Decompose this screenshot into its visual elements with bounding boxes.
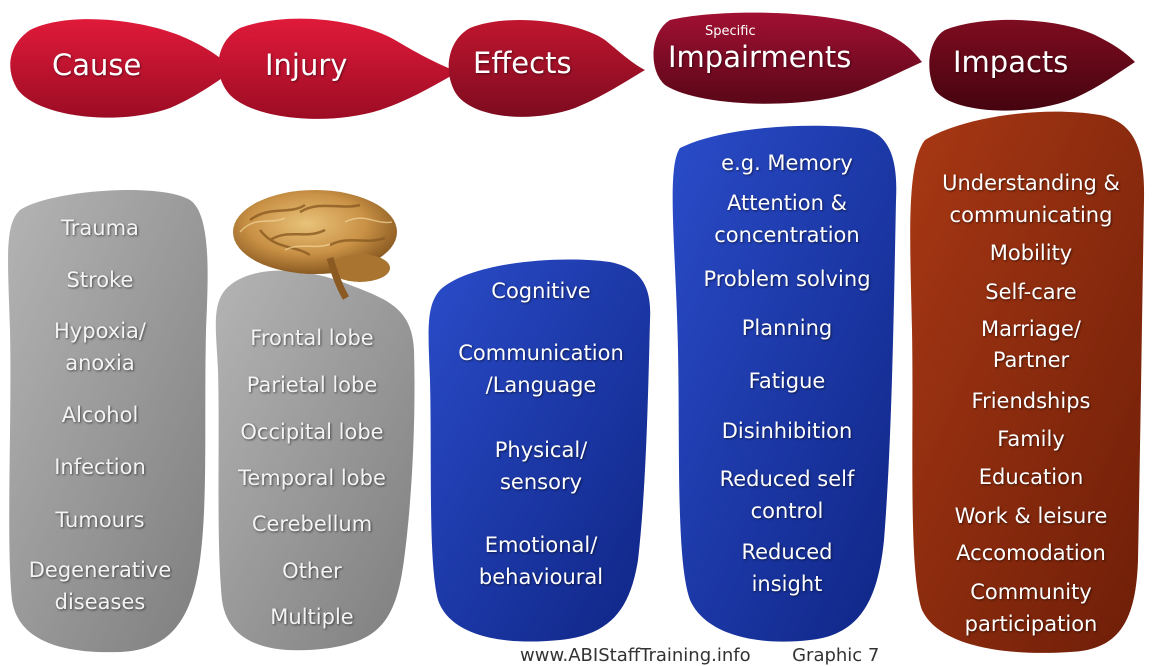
- impacts-panel-shape: [910, 111, 1145, 653]
- impairments-item: Problem solving: [703, 267, 871, 291]
- effects-arrow-shape: [448, 19, 645, 117]
- cause-list: Trauma Stroke Hypoxia/ anoxia Alcohol In…: [0, 0, 200, 663]
- cause-item: anoxia: [65, 351, 135, 375]
- impacts-item: Accomodation: [956, 541, 1106, 565]
- impairments-item: Attention &: [727, 191, 847, 215]
- injury-item: Other: [282, 559, 342, 583]
- impairments-item: Planning: [741, 316, 833, 340]
- injury-panel-shape: [215, 270, 415, 651]
- injury-header: Injury: [265, 48, 348, 82]
- effects-header: Effects: [473, 46, 572, 80]
- impacts-item: Friendships: [971, 389, 1091, 413]
- impairments-panel-shape: [672, 125, 897, 642]
- impairments-item: Reduced: [741, 540, 833, 564]
- impacts-item: Marriage/: [981, 317, 1081, 341]
- impairments-item: Fatigue: [748, 369, 826, 393]
- effects-list: Cognitive Communication /Language Physic…: [436, 0, 646, 663]
- injury-item: Cerebellum: [251, 512, 373, 536]
- cause-item: Alcohol: [61, 403, 139, 427]
- impairments-item: Disinhibition: [721, 419, 853, 443]
- impacts-item: Work & leisure: [954, 504, 1108, 528]
- cause-item: Infection: [54, 455, 146, 479]
- injury-item: Occipital lobe: [240, 420, 384, 444]
- injury-item: Multiple: [270, 605, 354, 629]
- cause-item: diseases: [54, 590, 146, 614]
- footer-graphic-label: Graphic 7: [792, 645, 880, 666]
- effects-panel-shape: [428, 259, 651, 642]
- injury-item: Frontal lobe: [250, 326, 374, 350]
- impairments-item: insight: [751, 572, 823, 596]
- impacts-item: Education: [978, 465, 1084, 489]
- effects-item: Communication: [458, 341, 624, 365]
- impairments-item: concentration: [714, 223, 860, 247]
- footer-site: www.ABIStaffTraining.info: [520, 645, 751, 666]
- cause-item: Trauma: [61, 216, 139, 240]
- cause-header: Cause: [52, 48, 142, 82]
- effects-item: behavioural: [478, 565, 604, 589]
- injury-item: Parietal lobe: [246, 373, 378, 397]
- effects-item: Emotional/: [484, 533, 598, 557]
- impairments-item: control: [750, 499, 824, 523]
- injury-list: Frontal lobe Parietal lobe Occipital lob…: [212, 0, 412, 663]
- impairments-header: Impairments: [668, 40, 852, 74]
- impairments-item: e.g. Memory: [721, 151, 853, 175]
- impairments-list: e.g. Memory Attention & concentration Pr…: [680, 0, 894, 663]
- effects-item: Physical/: [494, 438, 588, 462]
- effects-item: sensory: [499, 470, 583, 494]
- impacts-item: Self-care: [985, 280, 1077, 304]
- impacts-item: communicating: [949, 203, 1113, 227]
- effects-item: Cognitive: [491, 279, 591, 303]
- cause-item: Stroke: [66, 268, 134, 292]
- cause-item: Hypoxia/: [54, 319, 146, 343]
- impacts-item: Family: [997, 427, 1065, 451]
- injury-item: Temporal lobe: [238, 466, 386, 490]
- impacts-item: Understanding &: [942, 171, 1120, 195]
- impacts-arrow-shape: [929, 19, 1135, 111]
- cause-arrow-shape: [10, 19, 235, 118]
- impacts-item: Mobility: [989, 241, 1073, 265]
- impacts-list: Understanding & communicating Mobility S…: [915, 0, 1147, 663]
- impairments-prefix-label: Specific: [705, 24, 756, 39]
- cause-item: Degenerative: [28, 558, 172, 582]
- injury-arrow-shape: [218, 18, 458, 119]
- impairments-item: Reduced self: [719, 467, 855, 491]
- footer-credit: www.ABIStaffTraining.info Graphic 7: [520, 645, 879, 666]
- impacts-item: Community: [970, 580, 1092, 604]
- impacts-item: participation: [964, 612, 1098, 636]
- effects-item: /Language: [485, 373, 597, 397]
- impairments-arrow-shape: [653, 12, 922, 104]
- impacts-header: Impacts: [953, 45, 1069, 79]
- cause-panel-shape: [8, 189, 208, 653]
- impacts-item: Partner: [992, 348, 1070, 372]
- brain-image: [233, 190, 397, 300]
- cause-item: Tumours: [55, 508, 145, 532]
